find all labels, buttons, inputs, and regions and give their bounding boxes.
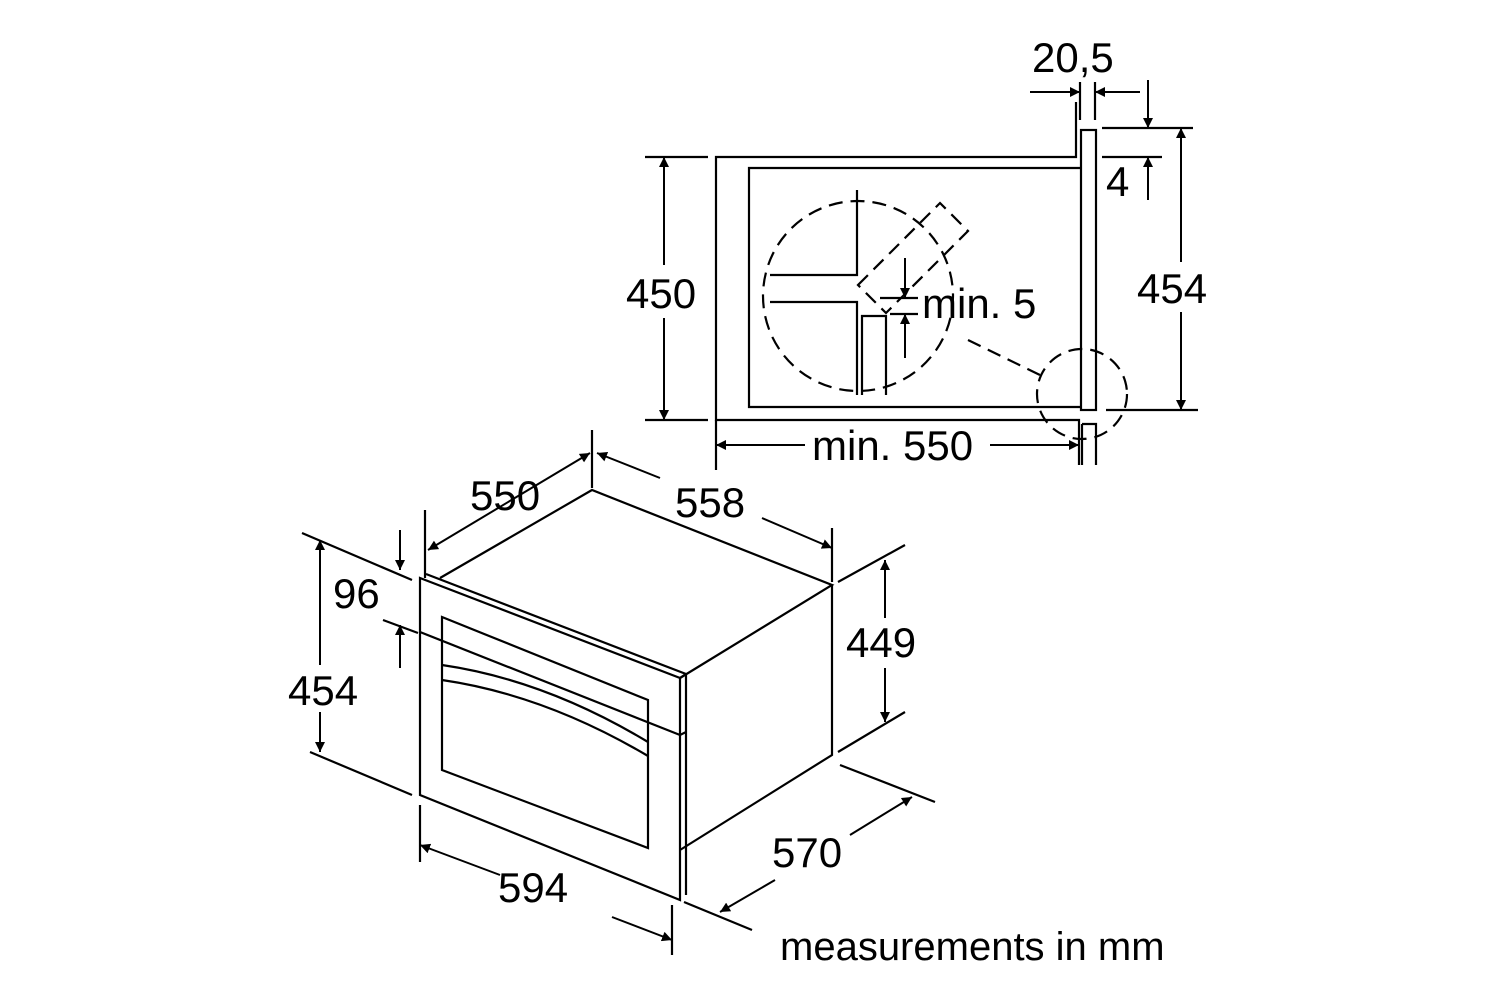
top-width-arrow-left	[596, 452, 661, 479]
body-height-ext-lines	[837, 544, 906, 753]
dim-panel-thickness: 20,5	[1032, 34, 1114, 81]
dim-depth-total: 570	[772, 829, 842, 876]
oven-side-face	[679, 585, 834, 851]
front-width-arrow-right	[611, 916, 673, 942]
front-width-arrow-left	[419, 843, 501, 876]
dim-width-top: 558	[675, 479, 745, 526]
dim-panel-height: 454	[1137, 265, 1207, 312]
panel-ext-lines	[1078, 82, 1097, 120]
top-depth-arrow	[427, 452, 591, 551]
oven-body-outline	[747, 166, 1081, 409]
dim-niche-depth: min. 550	[812, 422, 973, 469]
door-handle	[441, 663, 649, 757]
oven-window	[440, 615, 650, 850]
dim-top-offset: 4	[1106, 158, 1129, 205]
isometric-oven-view: 550 558 449 454 96 594 570	[288, 430, 936, 955]
top-width-arrow-right	[761, 517, 833, 549]
dim-height-front: 454	[288, 667, 358, 714]
front-panel-outline	[418, 576, 682, 902]
dim-gap: min. 5	[922, 280, 1036, 327]
dim-niche-height: 450	[626, 270, 696, 317]
dim-panel-top: 96	[333, 570, 380, 617]
total-depth-arrow-left	[719, 879, 776, 913]
lower-panel	[1080, 422, 1098, 465]
footnote-units: measurements in mm	[780, 925, 1165, 969]
total-depth-arrow-right	[849, 796, 913, 836]
dim-width-front: 594	[498, 864, 568, 911]
control-strip-line	[419, 630, 681, 737]
niche-height-ext-lines	[645, 155, 708, 422]
detail-leader	[967, 339, 1041, 376]
dim-depth-top: 550	[470, 472, 540, 519]
front-panel-edge	[425, 572, 688, 895]
total-depth-ext-lines	[683, 763, 936, 932]
top-depth-ext-lines	[423, 430, 594, 578]
detail-cabinet-lines	[770, 190, 888, 395]
dim-height-body: 449	[846, 619, 916, 666]
front-panel	[1079, 128, 1098, 412]
side-section-view: min. 5 20,5 4 454 450 min. 550	[626, 34, 1207, 470]
detail-oven-dashed	[856, 201, 970, 315]
small-detail-circle	[1035, 347, 1129, 441]
niche-outline	[714, 102, 1081, 465]
